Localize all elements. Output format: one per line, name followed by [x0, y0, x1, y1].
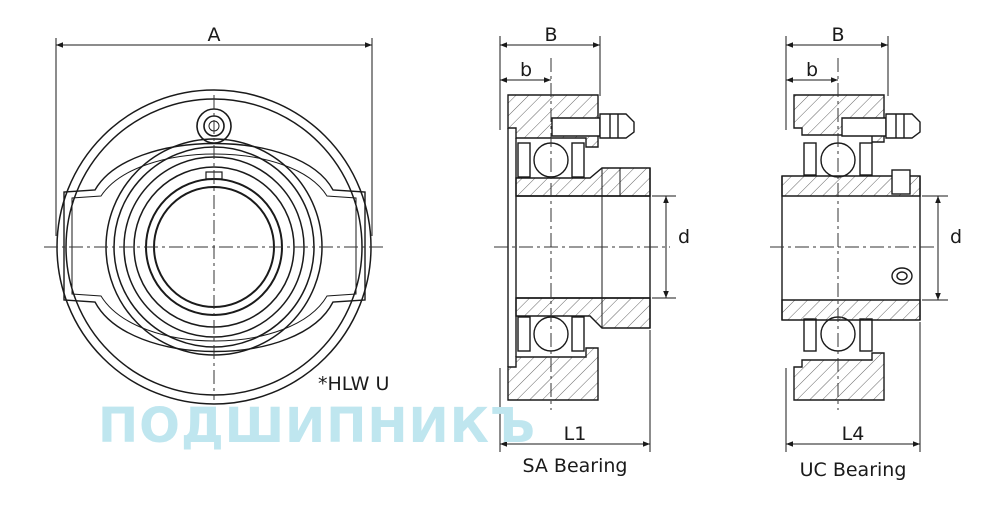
uc-caption: UC Bearing — [800, 459, 907, 481]
dim-l1-label: L1 — [564, 423, 587, 445]
dim-a-label: A — [208, 24, 221, 46]
watermark-logo: ПОДШИПНИКЪ — [98, 398, 536, 454]
front-view — [44, 38, 386, 405]
sa-caption: SA Bearing — [522, 455, 627, 477]
uc-bearing-section — [770, 58, 936, 410]
dim-l4-label: L4 — [842, 423, 865, 445]
sa-bearing-section — [494, 58, 670, 410]
dim-sa-d-label: d — [678, 226, 690, 248]
dim-uc-d-label: d — [950, 226, 962, 248]
uc-dimensions — [785, 36, 948, 452]
dim-sa-b-lower-label: b — [520, 59, 532, 81]
dim-uc-b-lower-label: b — [806, 59, 818, 81]
dim-sa-b-upper-label: B — [544, 24, 557, 46]
sa-dimensions — [499, 36, 676, 452]
model-note: *HLW U — [318, 373, 389, 395]
dim-uc-b-upper-label: B — [831, 24, 844, 46]
